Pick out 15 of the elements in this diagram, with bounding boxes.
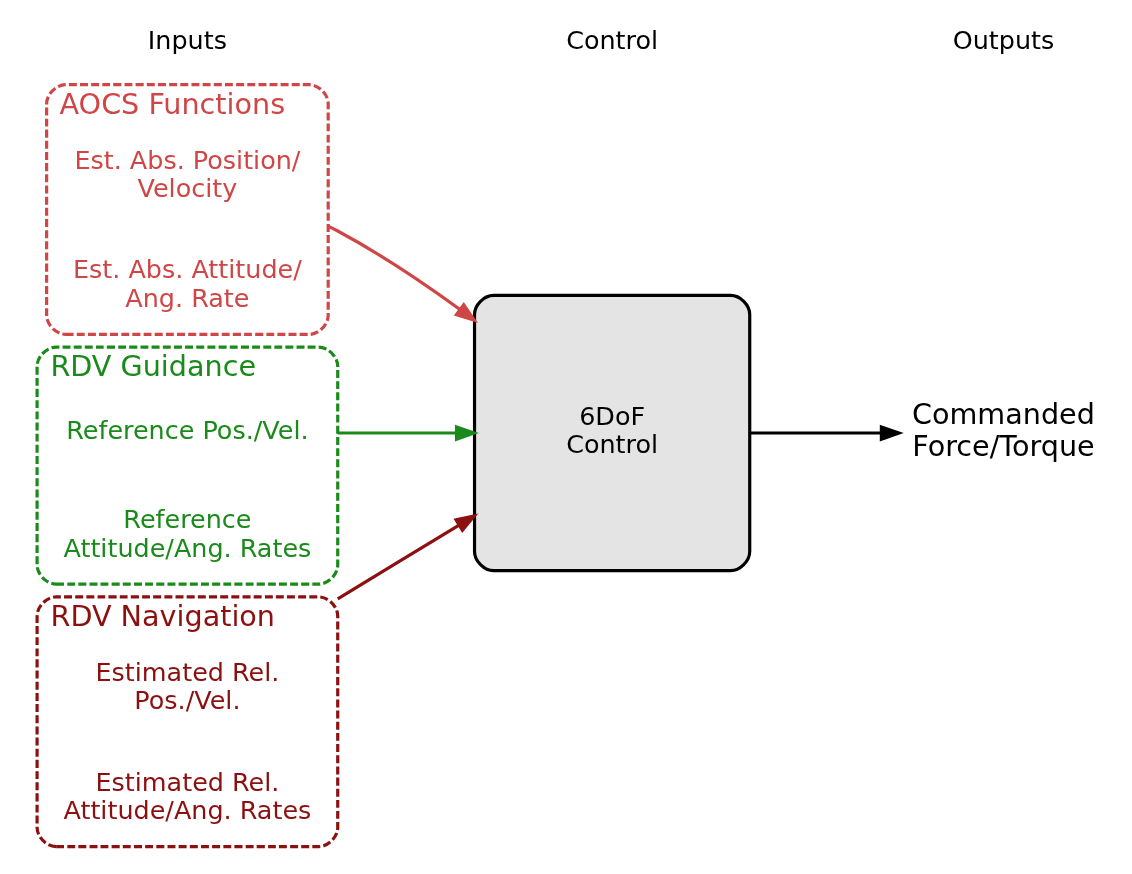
arrow [327, 224, 478, 323]
arrow [750, 424, 904, 442]
arrow [337, 424, 479, 442]
node-text: Reference Attitude/Ang. Rates [63, 504, 312, 563]
node-text: Est. Abs. Position/ Velocity [74, 144, 301, 204]
label: Control [566, 25, 659, 56]
node-text: Commanded Force/Torque [911, 397, 1095, 463]
node-text: Reference Pos./Vel. [66, 415, 309, 446]
label: Inputs [147, 25, 227, 56]
arrow [336, 513, 479, 601]
node-box: 6DoF Control [472, 293, 752, 573]
label: Outputs [952, 25, 1055, 56]
node-text: Estimated Rel. Attitude/Ang. Rates [63, 766, 312, 826]
node-text: Est. Abs. Attitude/ Ang. Rate [72, 254, 302, 314]
node-text: Estimated Rel. Pos./Vel. [95, 656, 280, 716]
